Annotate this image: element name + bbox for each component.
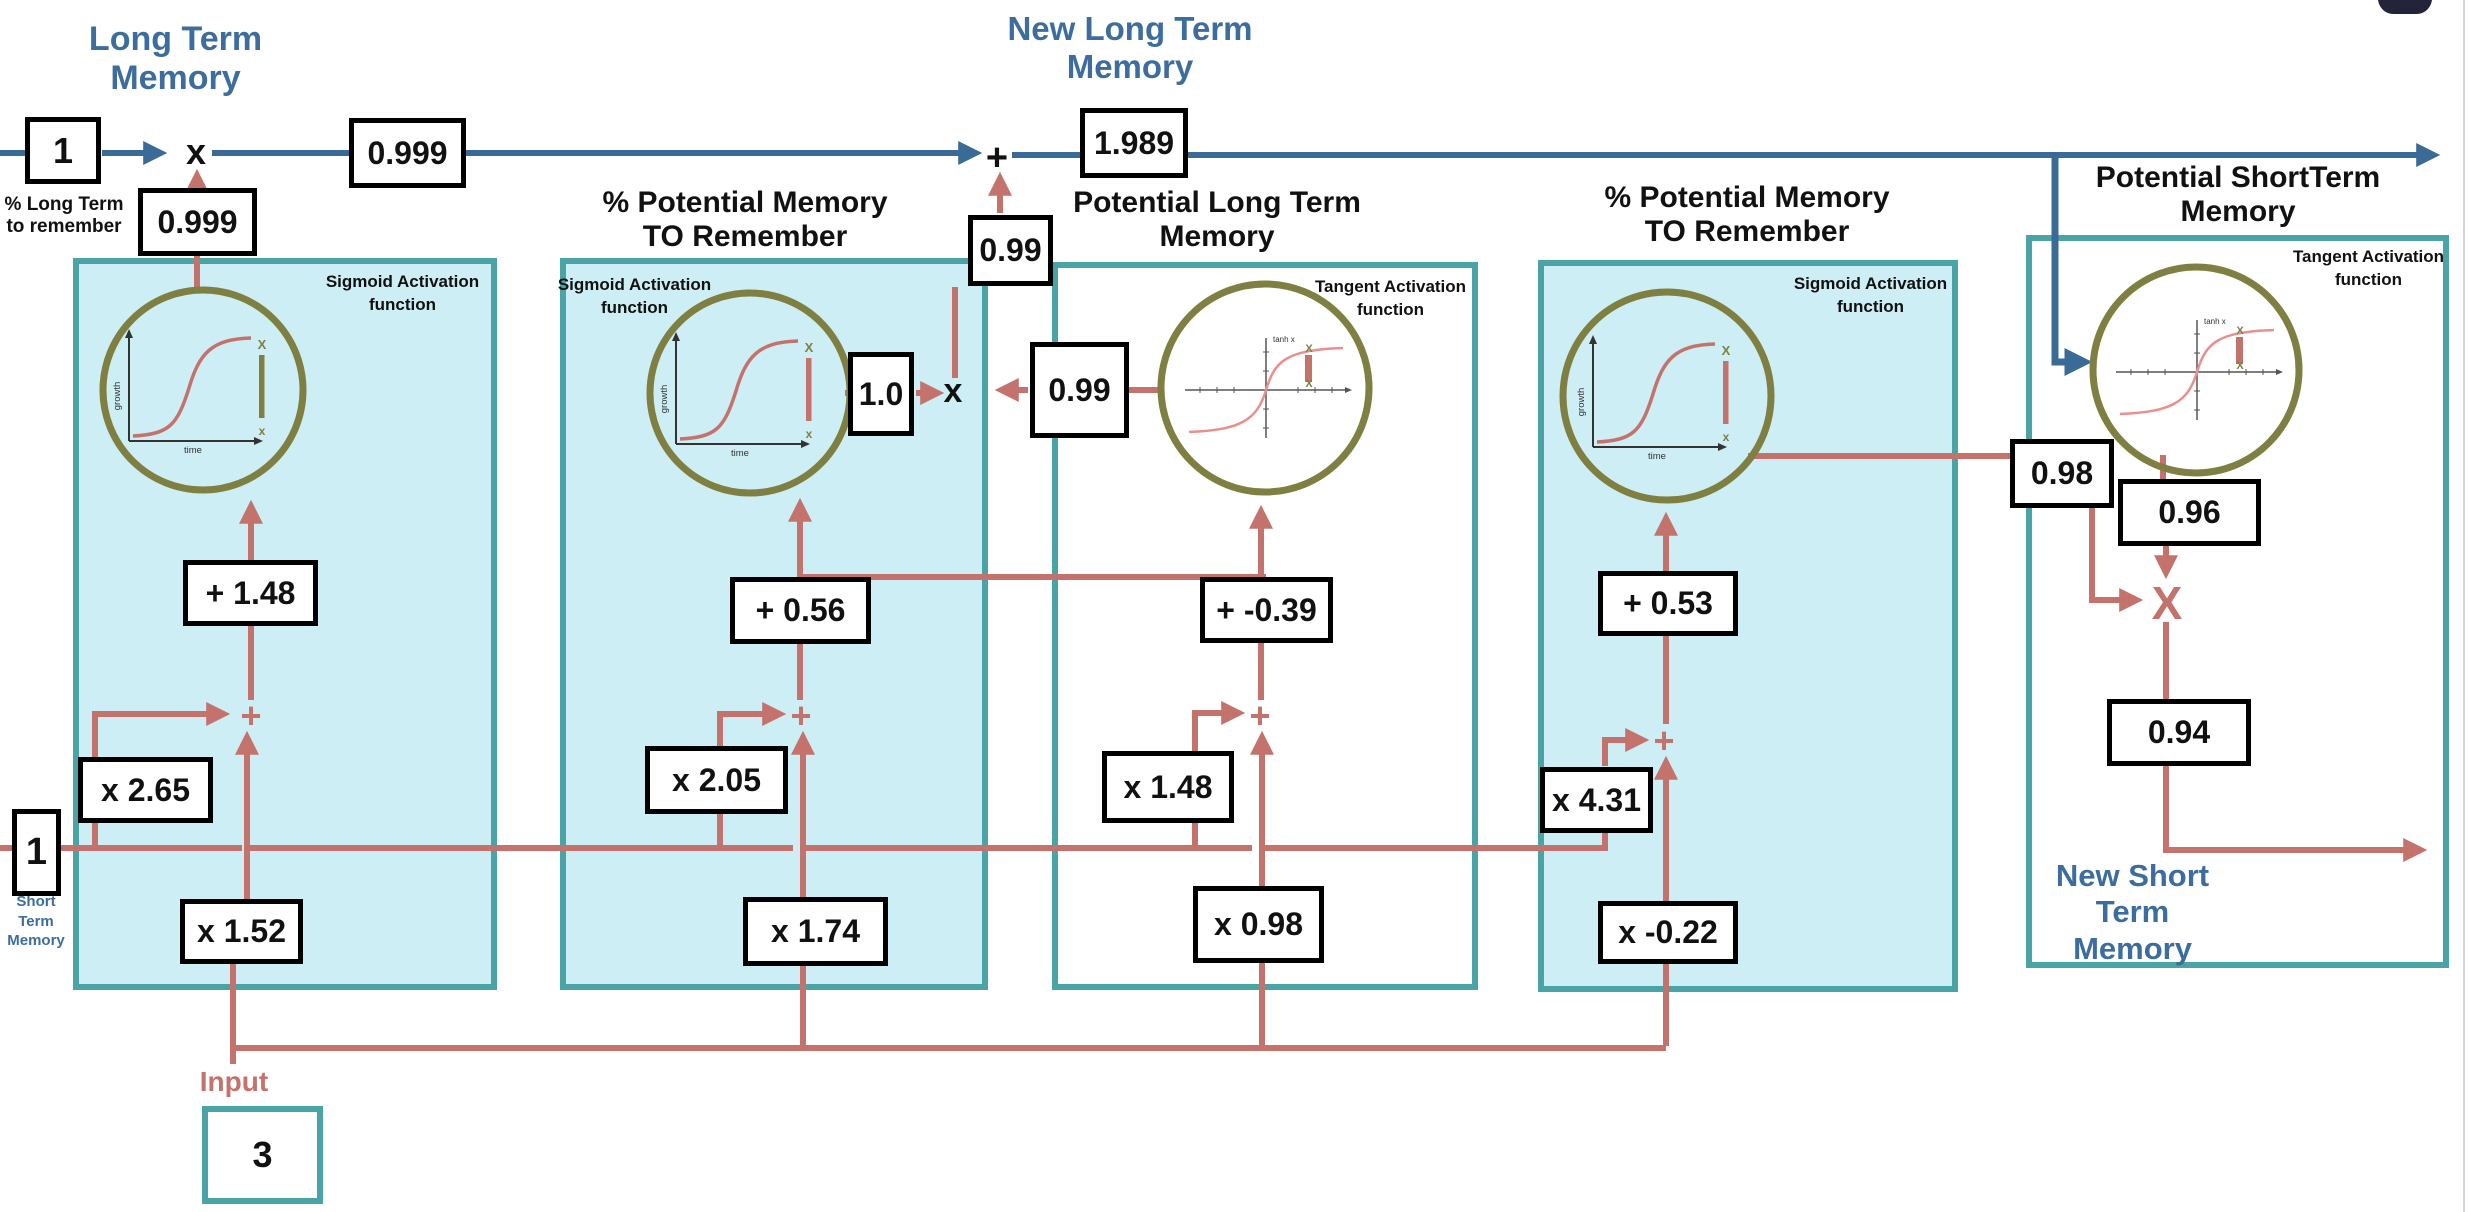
forget-multiply-node: x: [185, 131, 207, 172]
potential-gate-short-weight: x 1.48: [1102, 751, 1234, 823]
new-short-term-value: 0.94: [2107, 699, 2251, 766]
window-edge-line: [2463, 0, 2465, 1212]
label-line: Term: [18, 912, 54, 930]
title-line: Memory: [110, 58, 241, 97]
long-term-memory-title: Long Term Memory: [58, 20, 293, 98]
output-gate-title: % Potential Memory TO Remember: [1597, 181, 1897, 249]
activation-label-3: Tangent Activation function: [1308, 276, 1473, 322]
input-label: Input: [199, 1066, 269, 1097]
title-line: TO Remember: [642, 220, 848, 254]
short-term-memory-value: 1: [12, 809, 61, 896]
input-value: 3: [202, 1106, 323, 1204]
activation-line: Sigmoid Activation: [325, 272, 480, 291]
potential-scaled-value: 0.99: [968, 215, 1053, 286]
activation-line: Tangent Activation: [1314, 277, 1467, 296]
output-gate-bias: + 0.53: [1598, 571, 1738, 636]
label-line: % Long Term: [4, 194, 124, 215]
potential-memory-gate-title: Potential Long Term Memory: [1067, 186, 1367, 254]
corner-logo-icon: [2378, 0, 2432, 14]
activation-line: function: [368, 294, 437, 314]
forget-result-value: 0.999: [349, 118, 466, 188]
activation-label-2: Sigmoid Activation function: [552, 274, 717, 320]
label-line: Memory: [7, 932, 65, 949]
activation-line: function: [2334, 269, 2403, 289]
title-line: Long Term: [88, 20, 263, 58]
label-line: Term: [2095, 894, 2170, 930]
forget-gate-sum-node: +: [240, 695, 262, 736]
potential-gate-input-weight: x 0.98: [1193, 886, 1324, 963]
pct-long-term-label: % Long Term to remember: [0, 194, 128, 237]
label-line: to remember: [6, 215, 122, 237]
label-line: Memory: [2073, 930, 2192, 966]
forget-gate-short-weight: x 2.65: [78, 757, 213, 823]
short-term-memory-label: Short Term Memory: [4, 892, 68, 951]
potential-multiply-node: x: [943, 372, 963, 410]
activation-line: function: [1836, 296, 1905, 316]
long-term-memory-value: 1: [25, 117, 101, 184]
potential-gate-sum-node: +: [1249, 695, 1271, 736]
input-gate-title: % Potential Memory TO Remember: [595, 186, 895, 254]
input-gate-bias: + 0.56: [730, 577, 871, 644]
title-line: Potential Long Term: [1073, 186, 1361, 219]
activation-label-5: Tangent Activation function: [2286, 246, 2451, 292]
output-gate-short-weight: x 4.31: [1540, 767, 1653, 833]
title-line: Memory: [2180, 195, 2296, 229]
remember-pct-value: 1.0: [848, 352, 914, 436]
label-line: New Short: [2055, 858, 2210, 893]
input-gate-short-weight: x 2.05: [645, 746, 788, 814]
forget-gate-input-weight: x 1.52: [180, 899, 303, 964]
label-line: Short: [16, 893, 56, 910]
potential-gate-bias: + -0.39: [1200, 577, 1333, 643]
output-pct-value: 0.98: [2010, 439, 2114, 508]
short-term-multiply-node: X: [2151, 577, 2183, 629]
title-line: Memory: [1066, 47, 1194, 85]
input-gate-input-weight: x 1.74: [743, 897, 888, 966]
forget-gate-bias: + 1.48: [183, 560, 318, 626]
activation-label-4: Sigmoid Activation function: [1788, 273, 1953, 319]
title-line: Memory: [1159, 220, 1275, 254]
title-line: TO Remember: [1644, 215, 1850, 249]
title-line: New Long Term: [1007, 10, 1253, 47]
title-line: % Potential Memory: [1604, 181, 1890, 214]
tanh-new-ltm-value: 0.96: [2118, 479, 2261, 546]
activation-line: function: [1356, 299, 1425, 319]
new-long-term-memory-title: New Long Term Memory: [1005, 10, 1255, 85]
new-short-term-memory-label: New Short Term Memory: [2035, 858, 2230, 967]
input-gate-sum-node: +: [790, 695, 812, 736]
activation-line: function: [600, 297, 669, 317]
activation-label-1: Sigmoid Activation function: [320, 271, 485, 317]
new-long-term-value: 1.989: [1080, 108, 1188, 178]
output-gate-input-weight: x -0.22: [1598, 901, 1738, 964]
potential-memory-value: 0.99: [1030, 342, 1129, 438]
activation-line: Sigmoid Activation: [1793, 274, 1948, 293]
output-gate-sum-node: +: [1653, 720, 1675, 761]
title-line: % Potential Memory: [602, 186, 888, 219]
potential-short-term-title: Potential ShortTerm Memory: [2088, 161, 2388, 229]
forget-pct-value: 0.999: [138, 188, 257, 256]
long-term-add-node: +: [985, 137, 1009, 179]
activation-line: Sigmoid Activation: [557, 275, 712, 294]
activation-line: Tangent Activation: [2292, 247, 2445, 266]
title-line: Potential ShortTerm: [2095, 161, 2381, 194]
